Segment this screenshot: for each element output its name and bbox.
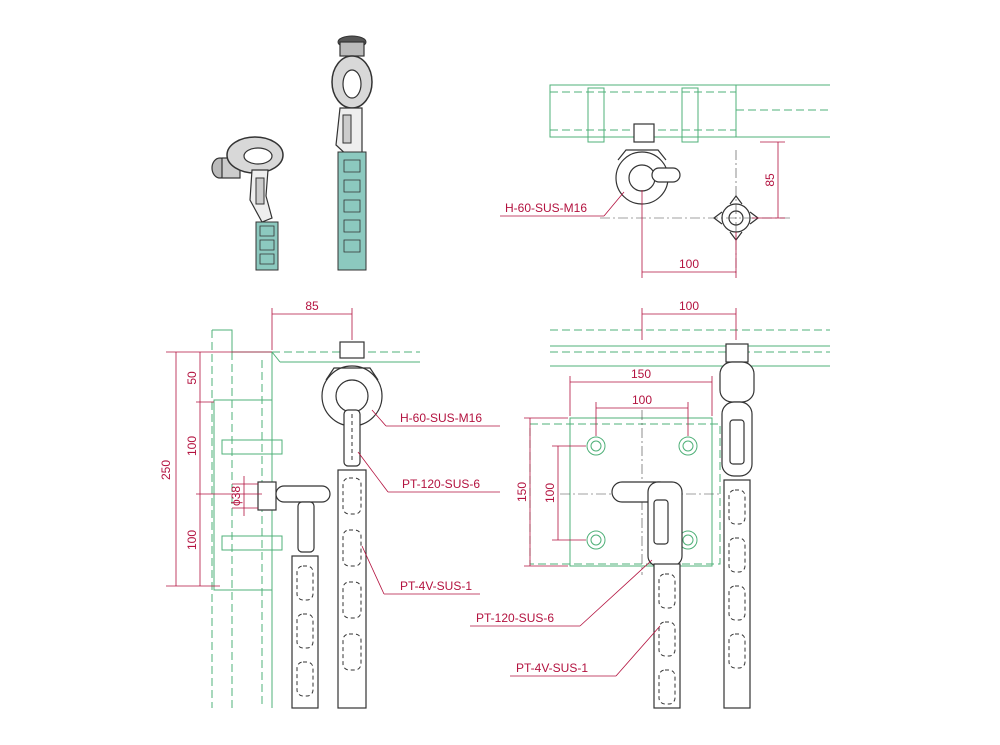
dim-front-plate-width: 150 bbox=[631, 367, 651, 381]
dim-side-upper: 50 bbox=[185, 371, 199, 385]
dim-plan-horizontal: 100 bbox=[679, 257, 699, 271]
label-front-turnbuckle: PT-120-SUS-6 bbox=[476, 611, 554, 625]
dim-front-hole-spacing-h: 100 bbox=[632, 393, 652, 407]
dim-front-plate-height: 150 bbox=[515, 482, 529, 502]
dim-side-top: 85 bbox=[305, 299, 319, 313]
label-side-fitting: H-60-SUS-M16 bbox=[400, 411, 482, 425]
label-plan-fitting: H-60-SUS-M16 bbox=[505, 201, 587, 215]
dim-front-hole-spacing-v: 100 bbox=[543, 483, 557, 503]
dim-front-top: 100 bbox=[679, 299, 699, 313]
side-view: 85 250 50 100 100 ϕ38 H-60-SUS-M16 PT-12… bbox=[159, 299, 500, 709]
dim-plan-vertical: 85 bbox=[763, 173, 777, 187]
label-side-chain: PT-4V-SUS-1 bbox=[400, 579, 472, 593]
plan-view: 100 85 H-60-SUS-M16 bbox=[500, 84, 830, 278]
dim-side-diameter: ϕ38 bbox=[229, 486, 243, 506]
label-side-turnbuckle: PT-120-SUS-6 bbox=[402, 477, 480, 491]
dim-side-total: 250 bbox=[159, 460, 173, 480]
perspective-view-ceiling-mount bbox=[331, 35, 373, 271]
front-view: 100 150 100 150 100 PT-120-SUS-6 PT-4V-S… bbox=[470, 299, 830, 709]
dim-side-lower: 100 bbox=[185, 530, 199, 550]
dim-side-middle: 100 bbox=[185, 436, 199, 456]
label-front-chain: PT-4V-SUS-1 bbox=[516, 661, 588, 675]
perspective-view-wall-mount bbox=[211, 136, 284, 271]
